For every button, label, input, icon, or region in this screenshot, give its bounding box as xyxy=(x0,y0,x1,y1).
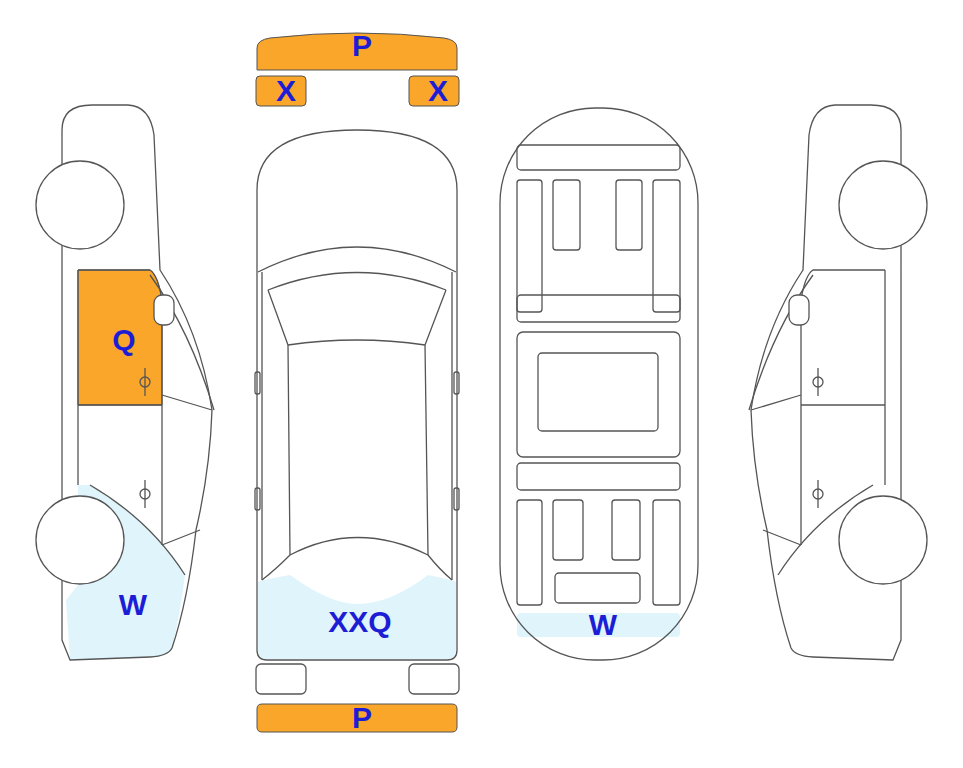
damage-code: XXQ xyxy=(328,607,391,637)
underbody-rear-mark: W xyxy=(517,613,680,637)
front-left-light-mark: X xyxy=(256,76,306,106)
damage-code: W xyxy=(119,590,147,620)
damage-code: Q xyxy=(112,325,135,355)
damage-code: P xyxy=(352,31,372,61)
top-view-car xyxy=(255,130,459,694)
rear-quarter-mark: W xyxy=(66,485,190,660)
bottom-view-car xyxy=(500,108,698,660)
front-right-light-mark: X xyxy=(409,76,459,106)
front-bumper-mark: P xyxy=(257,28,457,70)
damage-code: W xyxy=(589,610,617,640)
front-door-mark: Q xyxy=(78,270,162,405)
rear-deck-mark: XXQ xyxy=(257,575,457,660)
right-side-car xyxy=(749,105,927,660)
rear-bumper-mark: P xyxy=(257,704,457,732)
mark-shape xyxy=(66,485,190,660)
damage-code: X xyxy=(428,76,448,106)
damage-code: P xyxy=(352,703,372,733)
left-side-car xyxy=(36,105,214,660)
damage-code: X xyxy=(276,76,296,106)
